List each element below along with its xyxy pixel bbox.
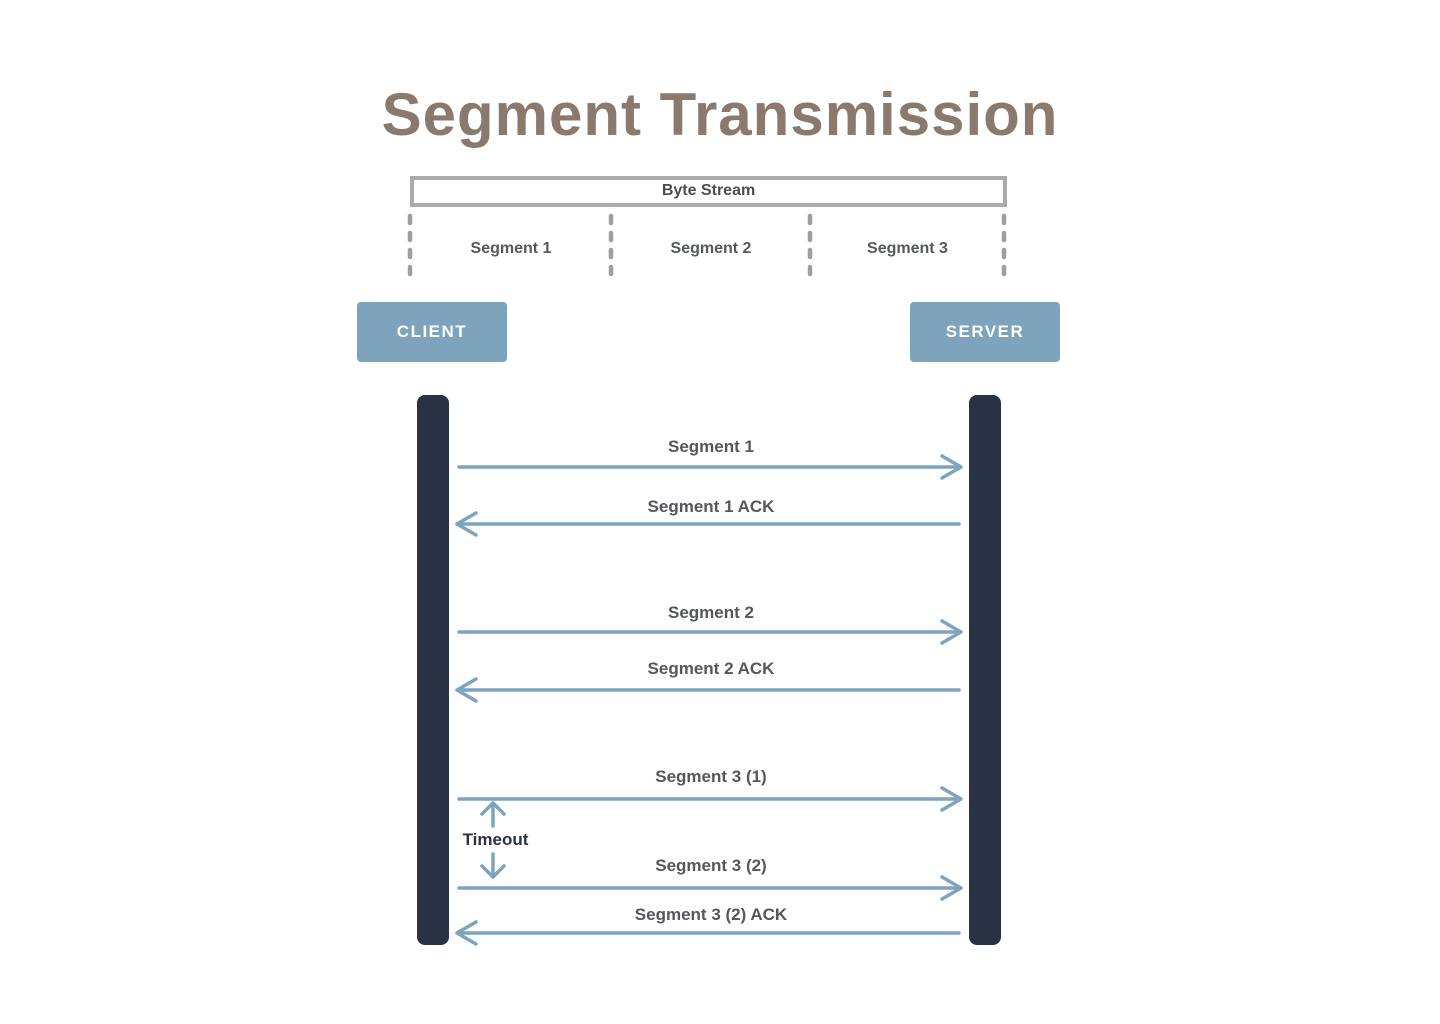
byte-stream-segment-3-label: Segment 3 bbox=[867, 240, 948, 257]
segment-divider-dashes-icon bbox=[407, 213, 1007, 284]
message-label: Segment 3 (2) bbox=[655, 856, 767, 875]
server-label: SERVER bbox=[945, 322, 1025, 341]
timeout-down-arrow-icon bbox=[480, 852, 506, 879]
right-arrow-icon bbox=[457, 786, 963, 812]
client-lifeline bbox=[417, 395, 449, 945]
message-label: Segment 2 ACK bbox=[647, 659, 775, 678]
server-box: SERVER bbox=[910, 302, 1060, 362]
message-label: Segment 1 ACK bbox=[647, 497, 775, 516]
client-label: CLIENT bbox=[396, 322, 468, 341]
byte-stream-segment-2-label: Segment 2 bbox=[670, 240, 752, 257]
byte-stream-segment-1-label: Segment 1 bbox=[470, 240, 552, 257]
left-arrow-icon bbox=[455, 920, 961, 946]
page-title: Segment Transmission bbox=[381, 81, 1059, 148]
server-lifeline bbox=[969, 395, 1001, 945]
client-box: CLIENT bbox=[357, 302, 507, 362]
byte-stream-box: Byte Stream bbox=[410, 176, 1007, 207]
message-label: Segment 1 bbox=[668, 437, 754, 456]
left-arrow-icon bbox=[455, 677, 961, 703]
timeout-up-arrow-icon bbox=[480, 801, 506, 828]
byte-stream-label: Byte Stream bbox=[661, 182, 756, 199]
right-arrow-icon bbox=[457, 619, 963, 645]
left-arrow-icon bbox=[455, 511, 961, 537]
timeout-label: Timeout bbox=[462, 830, 529, 849]
message-label: Segment 2 bbox=[668, 603, 754, 622]
message-label: Segment 3 (2) ACK bbox=[634, 905, 788, 924]
right-arrow-icon bbox=[457, 875, 963, 901]
right-arrow-icon bbox=[457, 454, 963, 480]
message-label: Segment 3 (1) bbox=[655, 767, 767, 786]
